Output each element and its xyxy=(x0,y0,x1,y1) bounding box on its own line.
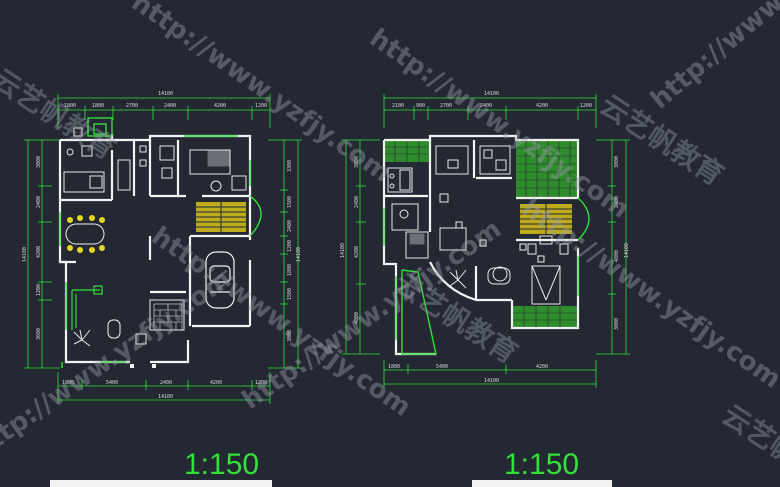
dim-right-5: 1800 xyxy=(287,264,293,276)
dim-bottom-3: 2400 xyxy=(160,380,172,386)
dim-right-7: 3000 xyxy=(287,330,293,342)
dim-bottom-2: 5400 xyxy=(106,380,118,386)
dim-right-1: 3000 xyxy=(614,156,620,168)
dim-top-3: 2700 xyxy=(440,103,452,109)
dim-bottom-total: 14100 xyxy=(158,394,173,400)
right-dimension-lines xyxy=(596,139,630,355)
dim-left-3: 4200 xyxy=(36,246,42,258)
watermark-cn: 云艺帆教育 xyxy=(716,398,780,487)
dim-top-3: 2700 xyxy=(126,103,138,109)
staircase xyxy=(520,204,572,234)
watermark-url: http://www.yzfjy.com xyxy=(516,193,780,395)
watermark-url: http://www.yzfjy.com xyxy=(645,0,780,115)
dim-top-total: 14100 xyxy=(158,91,173,97)
dim-left-total: 14100 xyxy=(22,247,28,262)
dim-left-4: 1200 xyxy=(36,284,42,296)
column-marker xyxy=(152,364,156,368)
sofa xyxy=(71,285,103,330)
coffee-table xyxy=(107,319,121,339)
dim-left-total: 14100 xyxy=(340,243,346,258)
top-dimension-lines xyxy=(57,94,271,128)
dim-top-4: 2400 xyxy=(480,103,492,109)
dim-left-3: 4200 xyxy=(354,246,360,258)
dining-table xyxy=(65,215,105,253)
dim-bottom-5: 1200 xyxy=(255,380,267,386)
top-dimension-lines xyxy=(383,94,597,128)
dim-left-5: 3600 xyxy=(36,328,42,340)
plant-icon xyxy=(449,269,467,289)
dim-top-5: 4200 xyxy=(214,103,226,109)
chairs xyxy=(479,239,545,263)
dim-right-6: 1500 xyxy=(287,288,293,300)
dim-right-total: 14100 xyxy=(296,247,302,262)
dim-top-total: 14100 xyxy=(484,91,499,97)
right-dimension-lines xyxy=(268,139,302,369)
dim-right-1: 3300 xyxy=(287,160,293,172)
dim-left-4: 4800 xyxy=(354,312,360,324)
dim-top-6: 1200 xyxy=(255,103,267,109)
plant-icon xyxy=(73,329,91,347)
dim-left-1: 3000 xyxy=(36,156,42,168)
dim-bottom-total: 14100 xyxy=(484,378,499,384)
terrace-hatch xyxy=(384,140,578,328)
dim-right-2: 1500 xyxy=(287,196,293,208)
dim-right-3: 2400 xyxy=(287,220,293,232)
dim-top-6: 1200 xyxy=(580,103,592,109)
title-bar xyxy=(472,480,612,487)
dim-top-1: 2100 xyxy=(392,103,404,109)
dim-bottom-3: 4200 xyxy=(536,364,548,370)
dim-top-4: 2400 xyxy=(164,103,176,109)
left-dimension-lines xyxy=(342,139,380,355)
scale-label-left: 1:150 xyxy=(184,448,259,481)
floor-plan-left: 14100 1800 1800 2700 2400 4200 1200 1410… xyxy=(22,91,302,487)
fixture-small xyxy=(73,127,83,137)
dim-right-4: 1200 xyxy=(287,240,293,252)
hatched-floor xyxy=(153,303,183,331)
dim-top-2: 1800 xyxy=(92,103,104,109)
fixtures xyxy=(387,145,569,305)
bottom-dimension-lines xyxy=(383,360,597,388)
dim-top-2: 900 xyxy=(416,103,425,109)
scale-label-right: 1:150 xyxy=(504,448,579,481)
window-lines xyxy=(383,197,590,355)
window-lines xyxy=(59,117,262,368)
dim-top-5: 4200 xyxy=(536,103,548,109)
column-marker xyxy=(130,364,134,368)
bottom-dimension-lines xyxy=(57,372,271,404)
floor-plan-right: 14100 2100 900 2700 2400 4200 1200 14100… xyxy=(340,91,630,487)
left-dimension-lines xyxy=(24,139,60,369)
dim-right-total: 14100 xyxy=(624,243,630,258)
fixtures xyxy=(63,145,247,345)
dim-right-3: 4800 xyxy=(614,250,620,262)
dim-left-1: 3000 xyxy=(354,156,360,168)
dim-bottom-1: 1800 xyxy=(62,380,74,386)
dim-bottom-4: 4200 xyxy=(210,380,222,386)
dim-bottom-1: 1800 xyxy=(388,364,400,370)
title-bar xyxy=(50,480,272,487)
dim-right-2: 2400 xyxy=(614,196,620,208)
dim-top-1: 1800 xyxy=(64,103,76,109)
staircase xyxy=(196,202,246,232)
dim-bottom-2: 5400 xyxy=(436,364,448,370)
dim-left-2: 2400 xyxy=(36,196,42,208)
dim-right-4: 3000 xyxy=(614,318,620,330)
dim-left-2: 2400 xyxy=(354,196,360,208)
car-icon xyxy=(205,251,235,309)
watermark-url: http://www.yzfjy.com xyxy=(364,23,634,225)
